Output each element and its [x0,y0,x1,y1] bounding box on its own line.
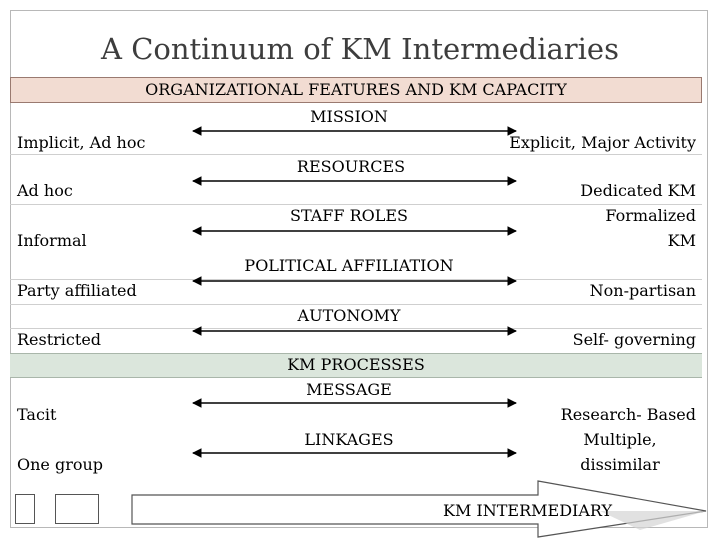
right-label-political: Non-partisan [589,281,696,300]
feature-mission: MISSION [310,107,388,126]
left-label-mission: Implicit, Ad hoc [17,133,146,152]
left-label-political: Party affiliated [17,281,137,300]
km-intermediary-label: KM INTERMEDIARY [443,501,613,520]
org-features-band [10,77,702,103]
feature-staff-roles: STAFF ROLES [289,206,409,225]
right-label-linkages: Multiple, [583,430,657,449]
row-divider [10,204,702,205]
left-label-resources: Ad hoc [17,181,73,200]
feature-resources: RESOURCES [296,157,406,176]
right-label-resources: Dedicated KM [580,181,696,200]
right-label-autonomy: Self- governing [572,330,696,349]
km-processes-band [10,353,702,378]
feature-linkages: LINKAGES [304,430,394,449]
feature-autonomy: AUTONOMY [297,306,401,325]
left-label-autonomy: Restricted [17,330,102,349]
slide-title: A Continuum of KM Intermediaries [101,32,619,66]
km-processes-heading: KM PROCESSES [287,355,425,374]
left-label-message: Tacit [17,405,57,424]
km-intermediary-arrow [131,480,707,538]
right-label-message: Research- Based [560,405,696,424]
row-divider [10,304,702,305]
right-label-mission: Explicit, Major Activity [509,133,696,152]
arrow-fade-shade [600,511,706,530]
left-label-staff-roles: Informal [17,231,87,250]
left-label-linkages: One group [17,455,104,474]
right-label-staff-roles: Formalized [605,206,696,225]
footer-box [55,494,99,524]
right-label-linkages-cont: dissimilar [580,455,660,474]
right-label-staff-roles-cont: KM [667,231,696,250]
row-divider [10,154,702,155]
footer-box-small [15,494,35,524]
feature-political-affiliation: POLITICAL AFFILIATION [244,256,454,275]
org-features-heading: ORGANIZATIONAL FEATURES AND KM CAPACITY [145,80,567,99]
feature-message: MESSAGE [306,380,392,399]
